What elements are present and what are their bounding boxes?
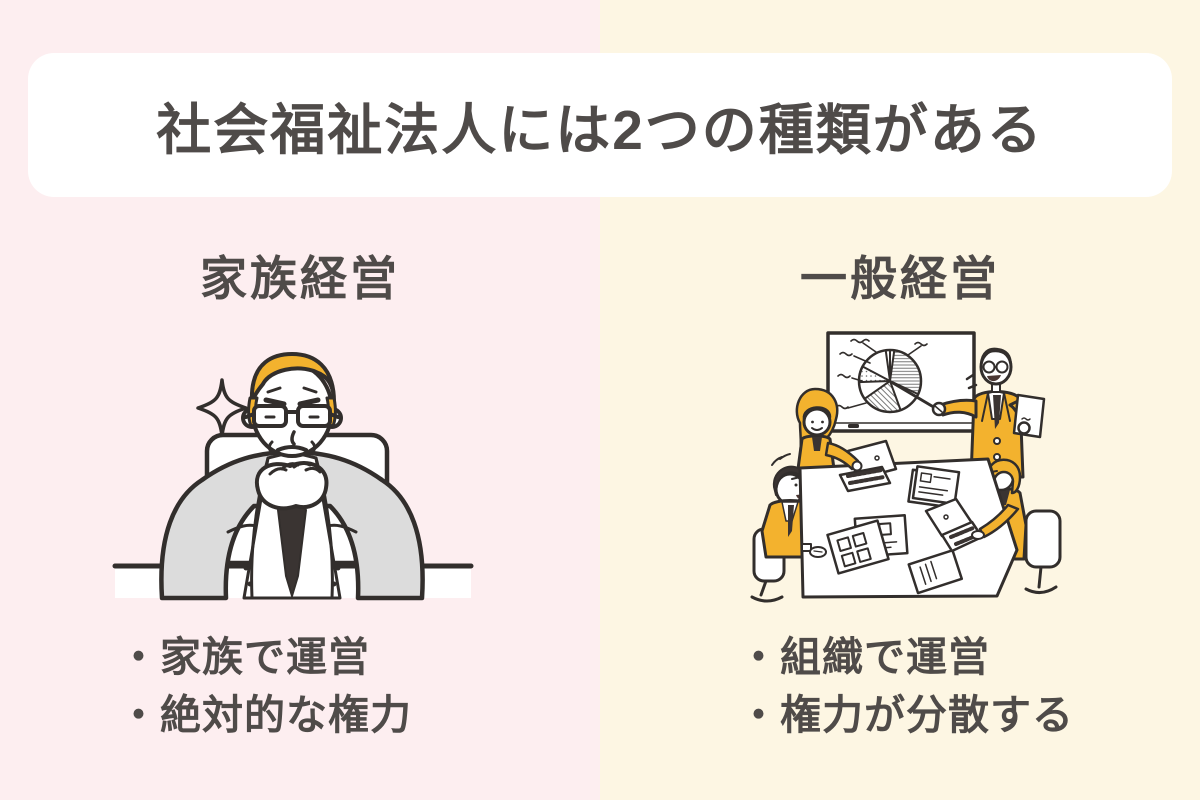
team-meeting-illustration [750,331,1062,603]
bullet-label: 絶対的な権力 [160,692,412,738]
right-bullet-list: ・組織で運営 ・権力が分散する [738,628,1074,744]
list-item: ・家族で運営 [118,628,412,686]
right-column-heading: 一般経営 [800,252,1000,305]
laptop-right [924,497,984,553]
businessman-head [241,352,343,458]
clasped-hands [254,461,329,511]
list-item: ・権力が分散する [738,686,1074,744]
bullet-label: 権力が分散する [780,692,1074,738]
list-item: ・絶対的な権力 [118,686,412,744]
left-column-heading: 家族経営 [200,252,400,305]
page-title: 社会福祉法人には2つの種類がある [156,99,1044,161]
woman-bob-arm [971,503,1020,540]
bullet-label: 組織で運営 [780,634,990,680]
woman-long-hair-arm [824,441,863,472]
bullet-label: 家族で運営 [160,634,370,680]
chart-labels [835,338,928,410]
document-stack [907,465,961,509]
round-glasses [982,360,1009,374]
whiteboard [826,331,976,433]
bullet-marker: ・ [738,692,780,738]
hair [249,352,336,404]
lined-paper [907,549,964,595]
bullet-marker: ・ [738,634,780,680]
glasses [244,404,340,428]
man-dark-hair-hand [801,543,827,558]
necktie [277,491,307,597]
pie-chart [857,348,923,414]
bullet-marker: ・ [118,634,160,680]
chair-right [1024,509,1062,594]
bullet-marker: ・ [118,692,160,738]
marker-pen [848,424,859,428]
pointer-stick [891,381,947,417]
list-item: ・組織で運営 [738,628,1074,686]
title-banner: 社会福祉法人には2つの種類がある [28,53,1172,197]
grid-papers [826,513,909,575]
sparkle-icon [196,378,248,438]
left-bullet-list: ・家族で運営 ・絶対的な権力 [118,628,412,744]
family-business-owner-illustration [112,352,474,601]
